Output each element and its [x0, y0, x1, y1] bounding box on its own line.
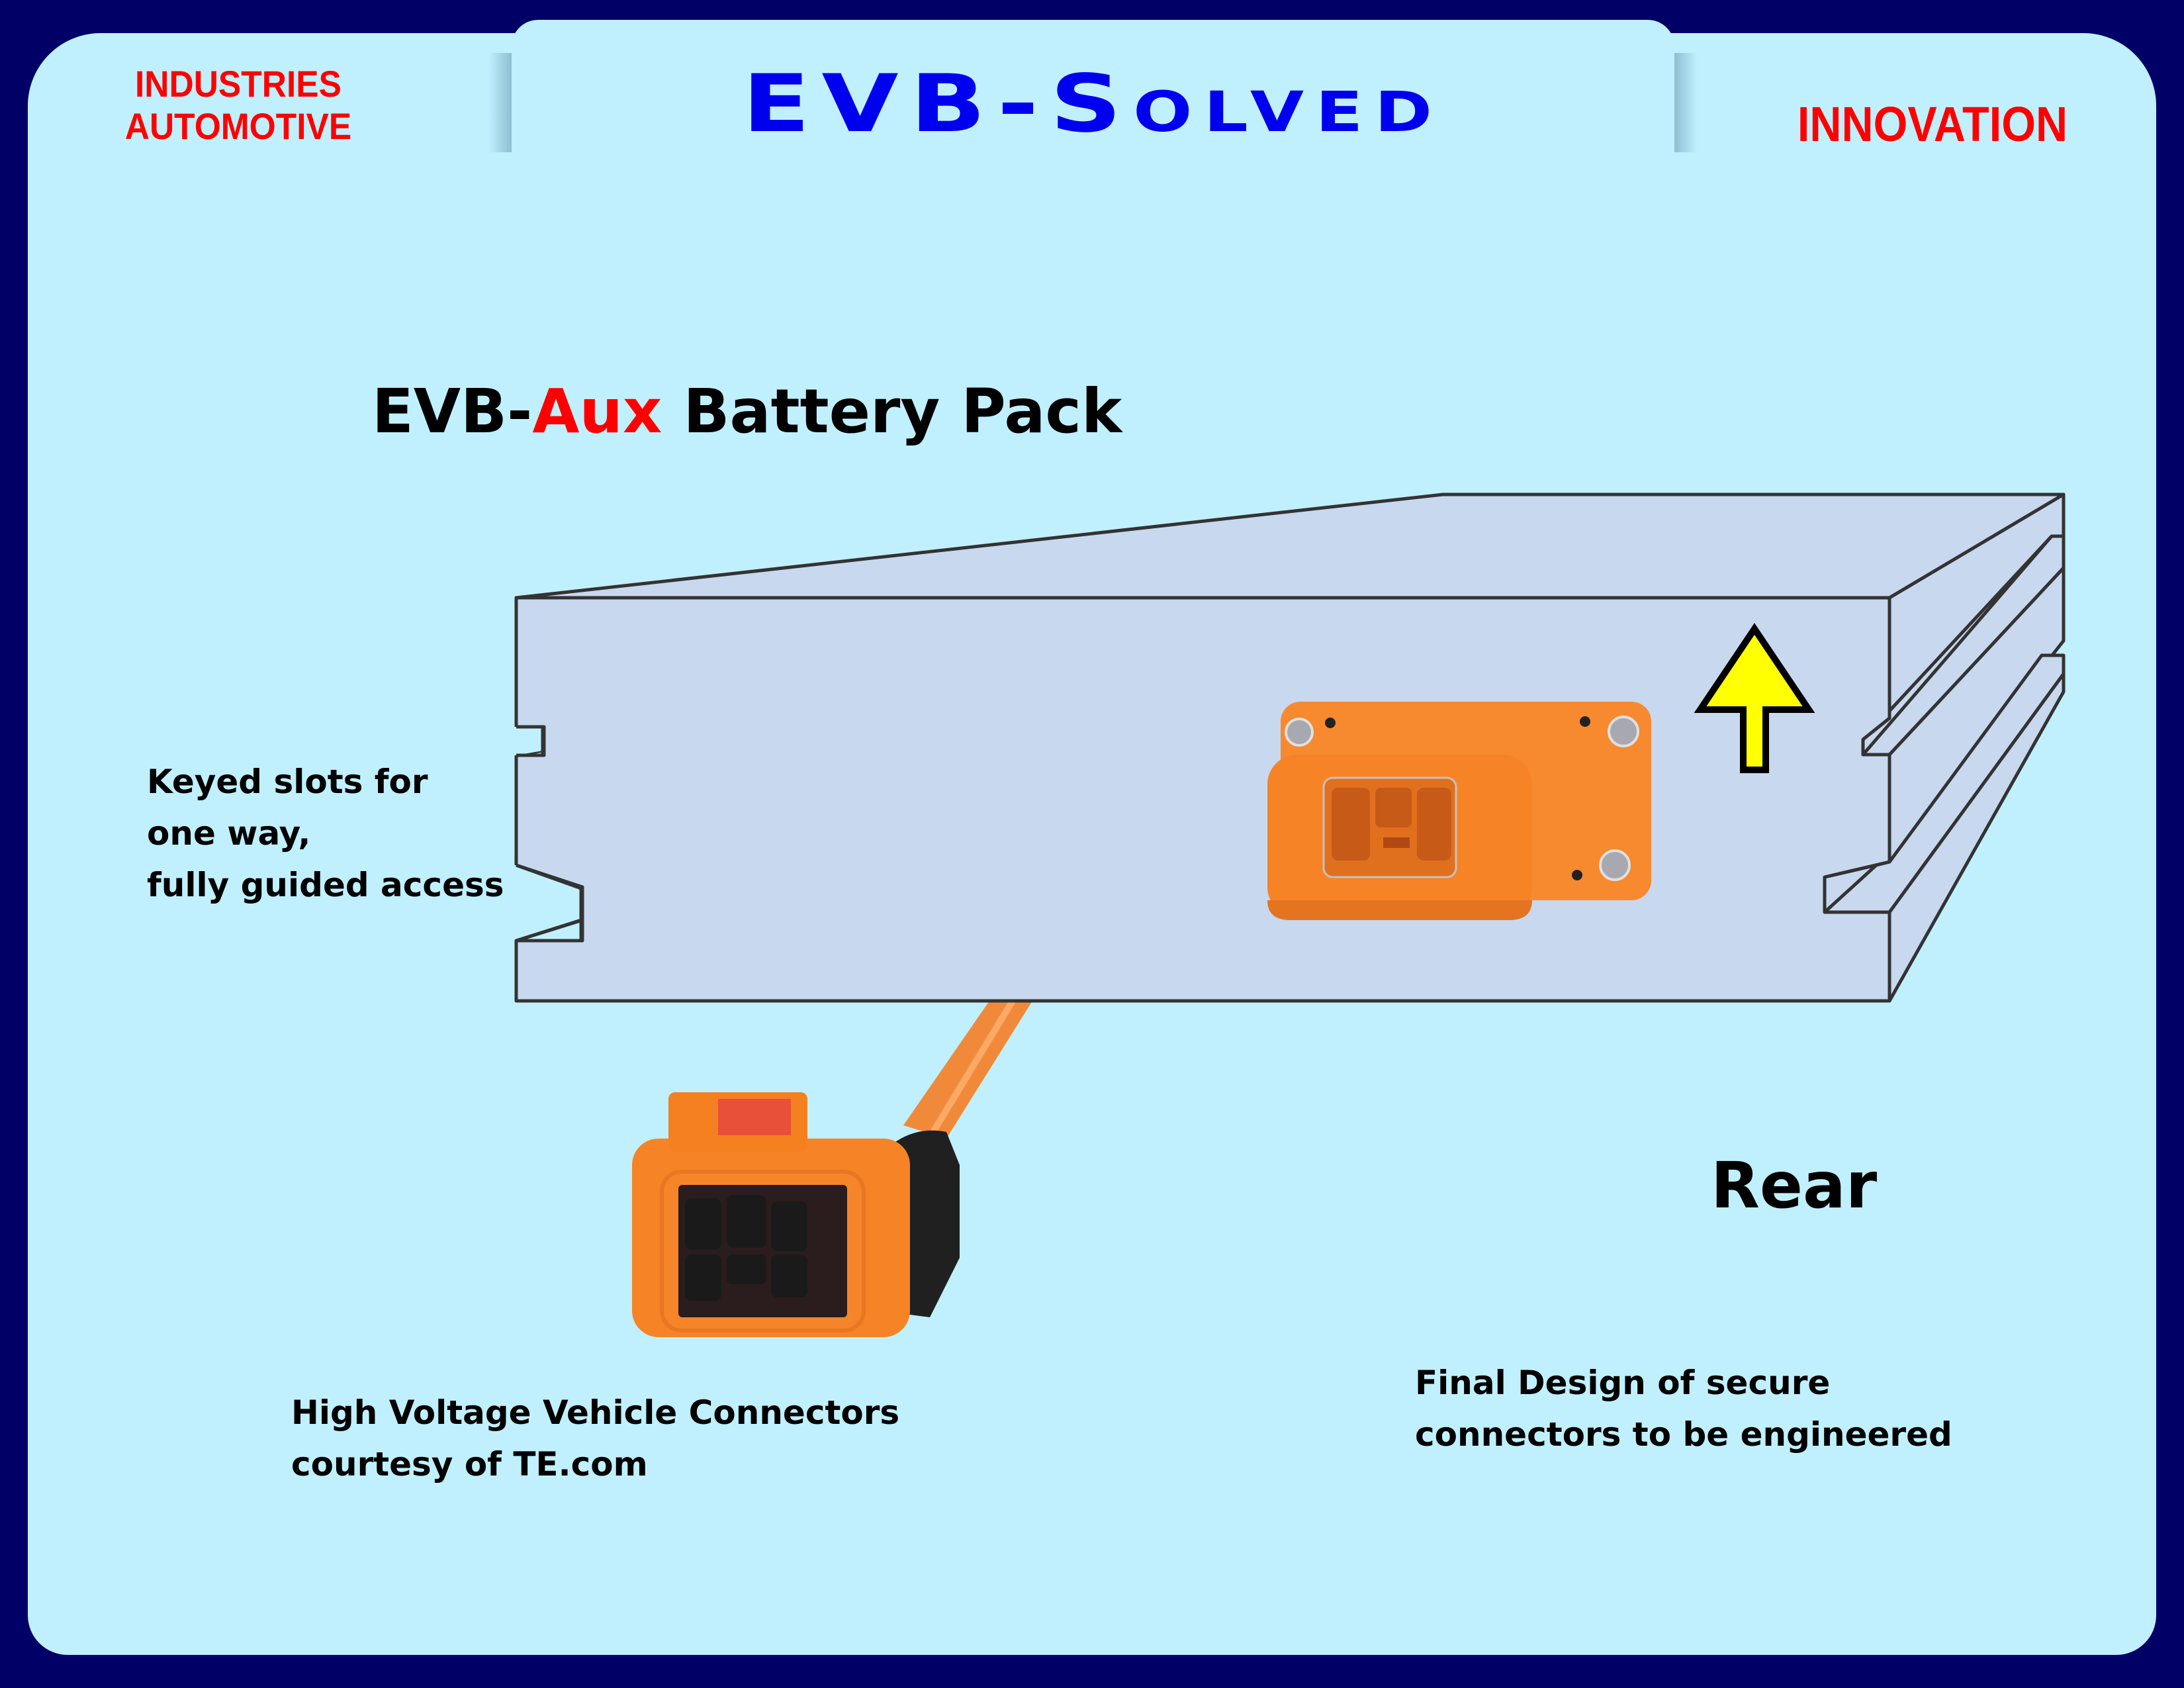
final-design-line1: Final Design of secure: [1415, 1364, 1831, 1402]
panel-connector-image: [1267, 702, 1651, 920]
header-innovation: INNOVATION: [1797, 97, 2068, 152]
keyed-slots-line1: Keyed slots for: [147, 763, 428, 801]
keyed-slots-note: Keyed slots for one way, fully guided ac…: [147, 756, 504, 911]
cable-connector-image: [632, 1092, 960, 1337]
title-tab: [512, 20, 1674, 165]
up-arrow-icon: [1694, 623, 1815, 773]
header-category: INDUSTRIES AUTOMOTIVE: [111, 63, 366, 148]
tab-shadow-right: [1674, 53, 1698, 152]
heading-suffix: Battery Pack: [662, 376, 1122, 447]
page-title: EVB-Solved: [742, 58, 1444, 150]
final-design-line2: connectors to be engineered: [1415, 1415, 1952, 1454]
connector-caption: High Voltage Vehicle Connectors courtesy…: [291, 1387, 899, 1490]
keyed-slots-line3: fully guided access: [147, 866, 504, 904]
rear-label: Rear: [1711, 1149, 1878, 1223]
keyed-slots-line2: one way,: [147, 814, 311, 853]
diagram-heading: EVB-Aux Battery Pack: [372, 376, 1122, 447]
header-category-line1: INDUSTRIES: [134, 63, 342, 105]
header-category-line2: AUTOMOTIVE: [124, 105, 352, 147]
left-upper-slot: [491, 727, 543, 755]
connector-caption-line1: High Voltage Vehicle Connectors: [291, 1393, 900, 1432]
left-lower-slot: [491, 865, 581, 939]
connector-caption-line2: courtesy of TE.com: [291, 1445, 648, 1483]
box-top-face: [514, 492, 2066, 600]
tab-shadow-left: [488, 53, 512, 152]
heading-accent: Aux: [532, 376, 662, 447]
heading-prefix: EVB-: [372, 376, 533, 447]
final-design-note: Final Design of secure connectors to be …: [1415, 1357, 1952, 1460]
box-front-face: [514, 596, 1891, 1003]
